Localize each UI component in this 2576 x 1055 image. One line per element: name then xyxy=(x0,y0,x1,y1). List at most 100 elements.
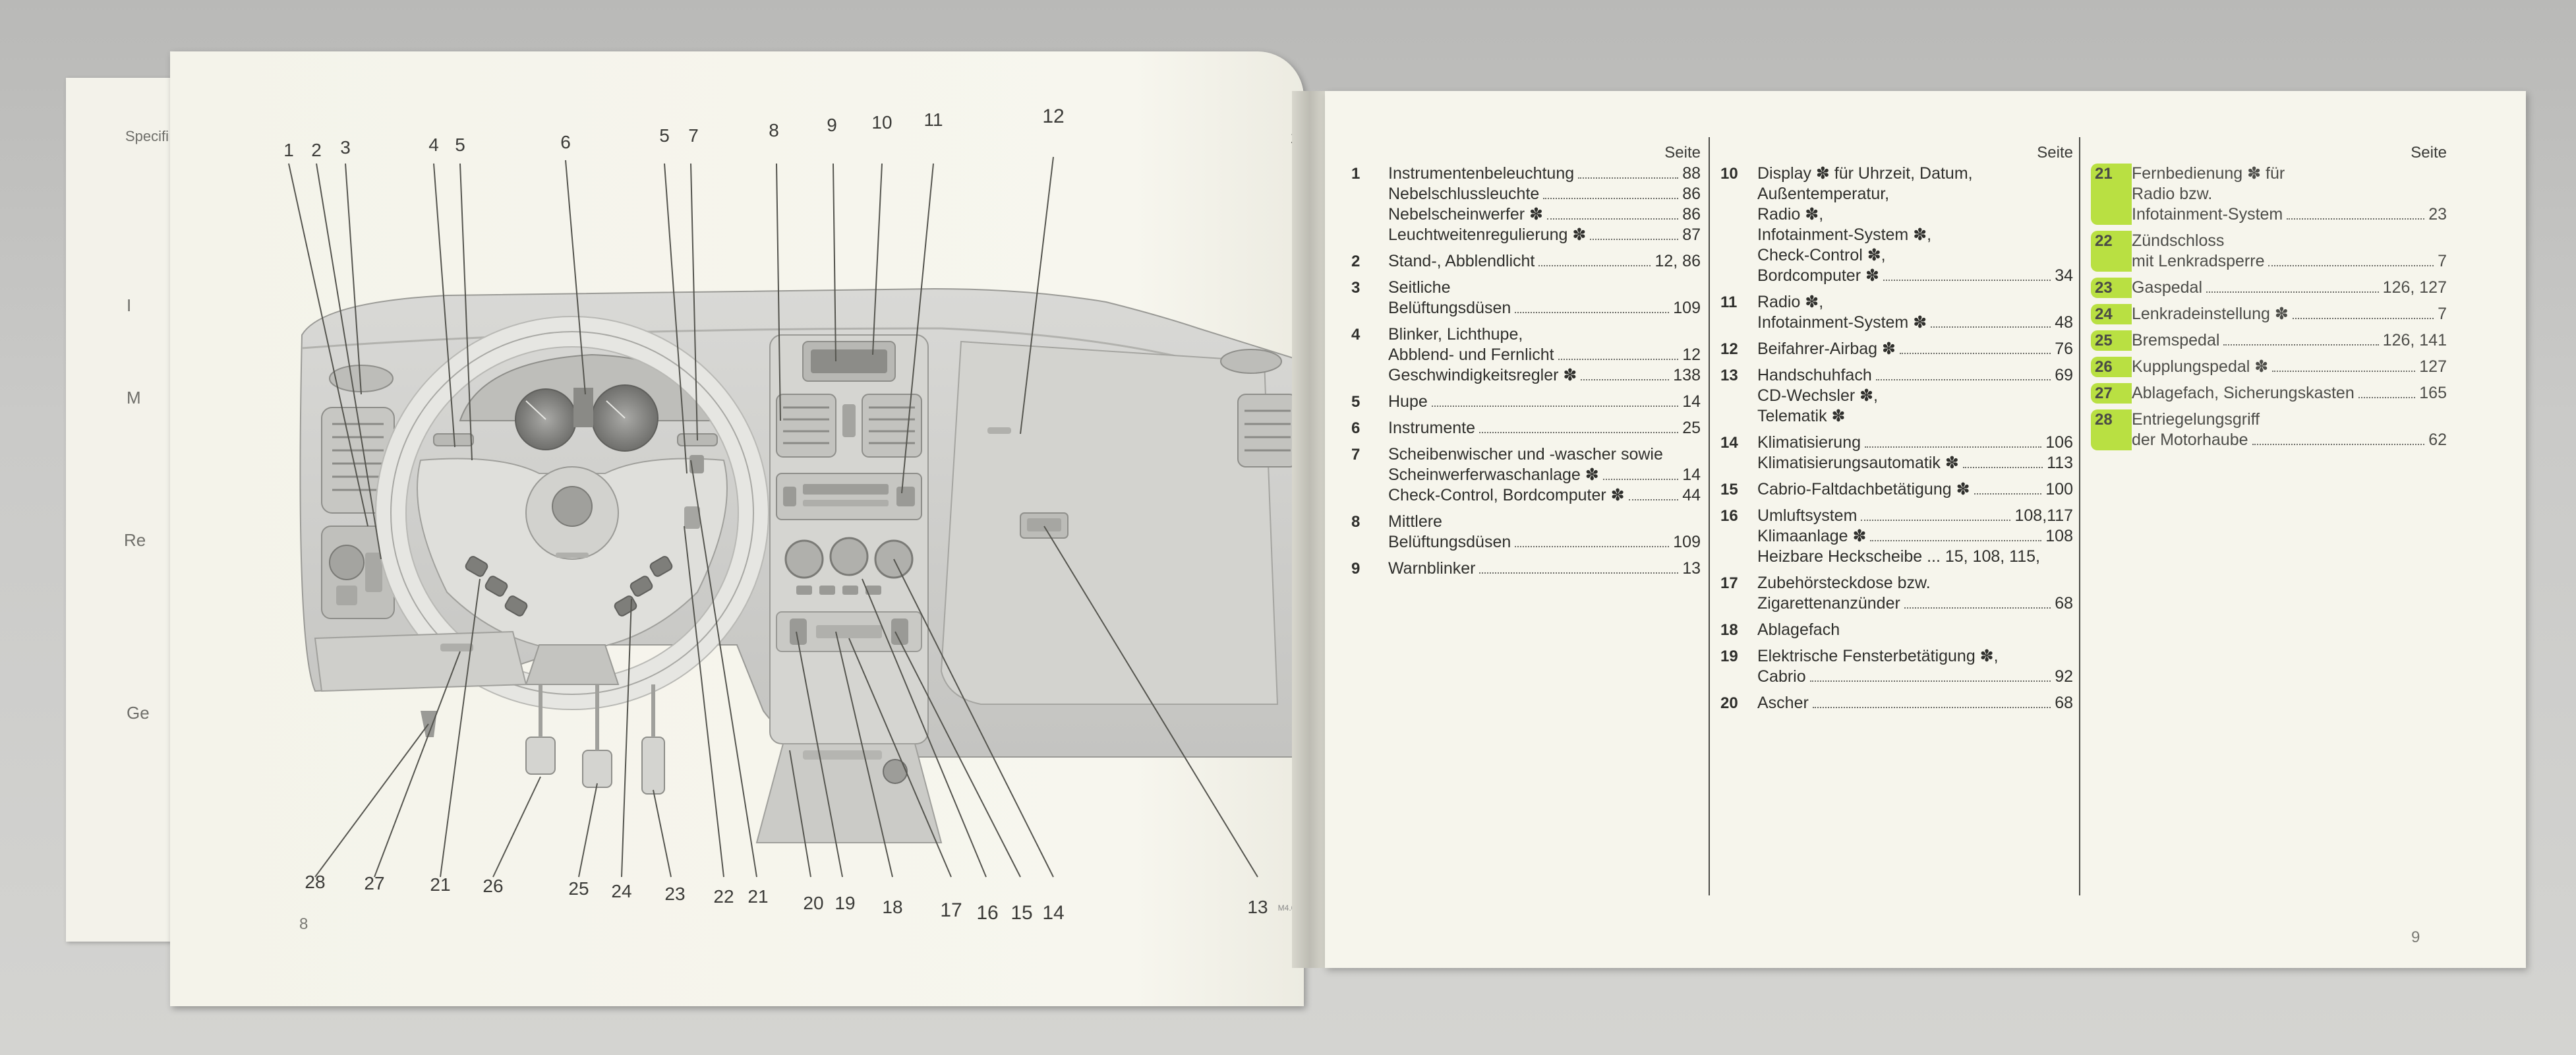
callout-number: 5 xyxy=(455,135,465,155)
legend-line: Scheibenwischer und -wascher sowie xyxy=(1388,444,1701,465)
legend-text: CD-Wechsler ✽, xyxy=(1757,386,1879,405)
dashboard-illustration xyxy=(288,156,1304,878)
leader-dots xyxy=(2292,305,2434,319)
legend-line: Radio ✽, xyxy=(1757,204,2073,225)
callout-number: 4 xyxy=(428,135,439,155)
callout-number: 17 xyxy=(940,899,962,921)
legend-number: 11 xyxy=(1720,293,1738,311)
legend-line: Geschwindigkeitsregler ✽138 xyxy=(1388,365,1701,386)
legend-line: Check-Control, Bordcomputer ✽44 xyxy=(1388,485,1701,506)
legend-number: 3 xyxy=(1351,279,1361,297)
legend-text: Ablagefach, Sicherungskasten xyxy=(2132,384,2355,402)
legend-line: Heizbare Heckscheibe ... 15, 108, 115, xyxy=(1757,547,2073,567)
legend-number: 27 xyxy=(2091,383,2132,404)
legend-text: Abblend- und Fernlicht xyxy=(1388,346,1554,364)
legend-text: Display ✽ für Uhrzeit, Datum, xyxy=(1757,164,1973,183)
leader-dots xyxy=(1479,419,1679,433)
legend-text: Nebelscheinwerfer ✽ xyxy=(1388,205,1543,224)
legend-line: Display ✽ für Uhrzeit, Datum, xyxy=(1757,164,2073,184)
legend-number: 10 xyxy=(1720,165,1738,183)
leader-dots xyxy=(1515,533,1670,547)
legend-line: Fernbedienung ✽ für xyxy=(2132,164,2447,184)
legend-text: Seitliche xyxy=(1388,278,1451,297)
legend-page-ref: 12, 86 xyxy=(1654,252,1701,270)
callout-number: 25 xyxy=(568,878,589,899)
legend-line: Instrumentenbeleuchtung 88 xyxy=(1388,164,1701,184)
legend-line: Infotainment-System ✽, xyxy=(1757,225,2073,245)
legend-text: Fernbedienung ✽ für xyxy=(2132,164,2285,183)
legend-text: Cabrio xyxy=(1757,667,1806,686)
legend-text: Zubehörsteckdose bzw. xyxy=(1757,574,1931,592)
callout-number: 10 xyxy=(871,112,893,133)
legend-page-ref: 92 xyxy=(2055,667,2073,686)
callout-number: 23 xyxy=(664,884,686,904)
legend-number: 2 xyxy=(1351,253,1361,270)
legend-number: 5 xyxy=(1351,393,1361,411)
legend-page-ref: 68 xyxy=(2055,694,2073,712)
legend-page-ref: 88 xyxy=(1682,164,1701,183)
leader-dots xyxy=(1515,299,1670,313)
legend-page-ref: 14 xyxy=(1682,392,1701,411)
legend-text: Instrumentenbeleuchtung xyxy=(1388,164,1575,183)
legend-page-ref: 106 xyxy=(2045,433,2073,452)
legend-entry: 11 Radio ✽, Infotainment-System ✽48 xyxy=(1720,292,2073,333)
legend-text: Scheinwerferwaschanlage ✽ xyxy=(1388,466,1599,484)
legend-page-ref: 68 xyxy=(2055,594,2073,613)
legend-number: 1 xyxy=(1351,165,1361,183)
legend-text: Scheibenwischer und -wascher sowie xyxy=(1388,445,1663,464)
callout-number: 22 xyxy=(713,886,734,907)
legend-text: Bordcomputer ✽ xyxy=(1757,266,1879,285)
leader-dots xyxy=(1904,594,2051,609)
legend-page-ref: 109 xyxy=(1673,533,1701,551)
leader-dots xyxy=(2206,278,2379,293)
leader-dots xyxy=(2268,252,2434,266)
legend-text: Kupplungspedal ✽ xyxy=(2132,357,2269,376)
legend-text: Beifahrer-Airbag ✽ xyxy=(1757,340,1896,358)
leader-dots xyxy=(1546,205,1679,220)
legend-line: CD-Wechsler ✽, xyxy=(1757,386,2073,406)
legend-text: Klimatisierungsautomatik ✽ xyxy=(1757,454,1959,472)
legend-number: 12 xyxy=(1720,340,1738,358)
leader-dots xyxy=(1543,185,1679,199)
legend-page-ref: 138 xyxy=(1673,366,1701,384)
legend-text: Radio ✽, xyxy=(1757,293,1824,311)
leader-dots xyxy=(1812,694,2051,708)
legend-number: 25 xyxy=(2091,330,2132,351)
legend-number: 26 xyxy=(2091,357,2132,377)
legend-text: Telematik ✽ xyxy=(1757,407,1846,425)
back-page-text: M xyxy=(127,388,141,407)
column-header: Seite xyxy=(2411,144,2447,162)
callout-number: 18 xyxy=(882,897,903,917)
legend-number: 17 xyxy=(1720,574,1738,592)
legend-text: Gaspedal xyxy=(2132,278,2203,297)
legend-page-ref: 108 xyxy=(2045,527,2073,545)
legend-line: Kupplungspedal ✽127 xyxy=(2132,357,2447,377)
legend-text: Infotainment-System ✽ xyxy=(1757,313,1927,332)
legend-page-ref: 23 xyxy=(2428,205,2447,224)
legend-text: Instrumente xyxy=(1388,419,1476,437)
legend-line: Blinker, Lichthupe, xyxy=(1388,324,1701,345)
callout-number: 2 xyxy=(311,140,322,160)
legend-line: Infotainment-System ✽48 xyxy=(1757,313,2073,333)
callout-number: 24 xyxy=(611,881,632,901)
legend-page-ref: 87 xyxy=(1682,226,1701,244)
callout-number: 14 xyxy=(1042,902,1065,924)
legend-number: 24 xyxy=(2091,304,2132,324)
legend-text: Klimatisierung xyxy=(1757,433,1861,452)
legend-line: Mittlere xyxy=(1388,512,1701,532)
legend-text: Belüftungsdüsen xyxy=(1388,299,1511,317)
legend-page-ref: 126, 141 xyxy=(2382,331,2447,349)
legend-number: 22 xyxy=(2091,231,2132,272)
legend-page-ref: 7 xyxy=(2438,252,2447,270)
